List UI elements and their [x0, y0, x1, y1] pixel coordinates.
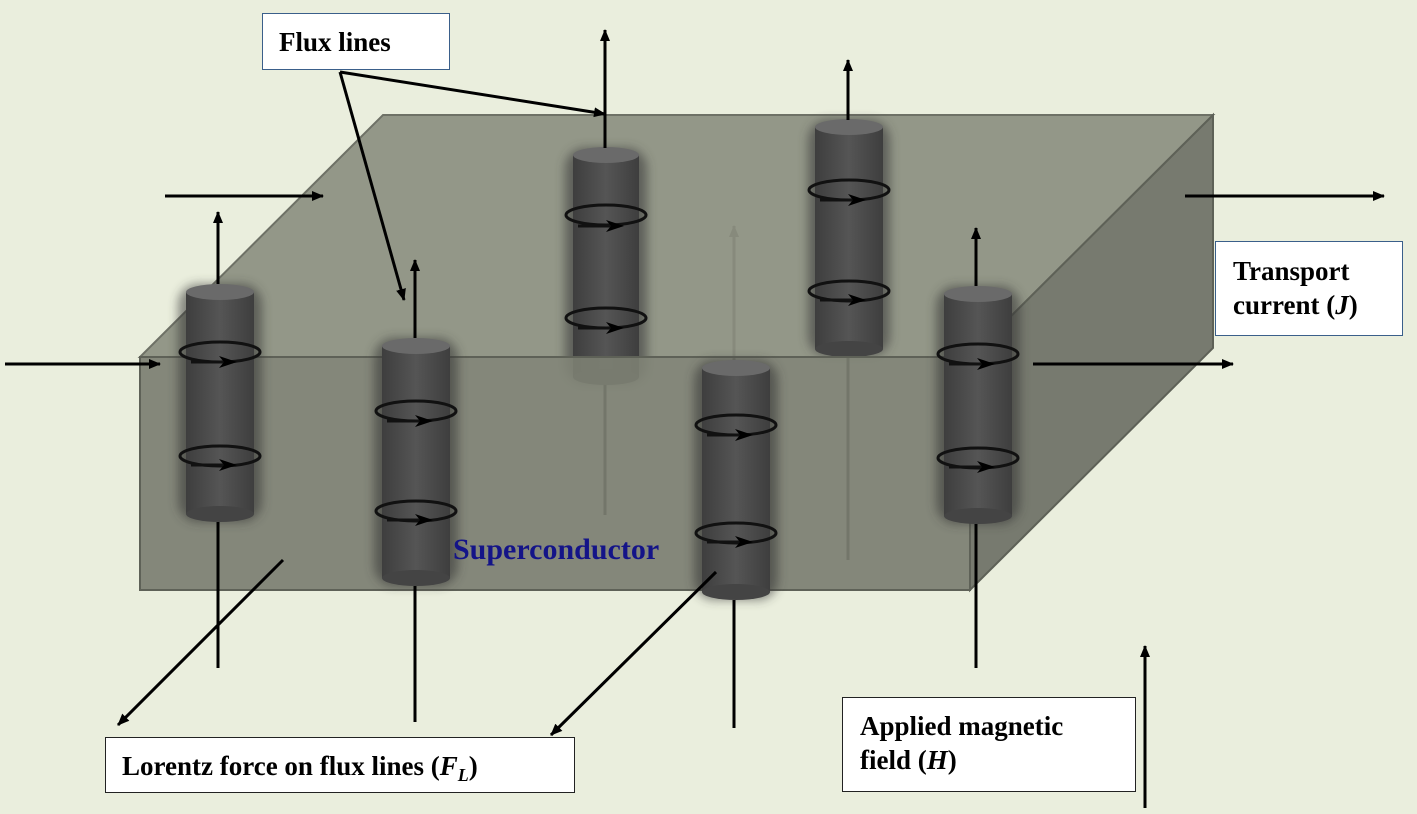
lorentz-suffix: ): [468, 751, 478, 781]
flux-tube-back-1: [564, 29, 648, 385]
transport-line1: Transport: [1233, 256, 1350, 286]
transport-symbol: J: [1335, 290, 1349, 320]
applied-line2: field (H): [860, 743, 1135, 777]
applied-symbol: H: [926, 745, 948, 775]
flux-tube-front-1: [178, 211, 262, 668]
transport-suffix: ): [1348, 290, 1358, 320]
flux-lines-text: Flux lines: [279, 27, 391, 57]
transport-line2: current (J): [1233, 288, 1402, 322]
applied-suffix: ): [947, 745, 957, 775]
applied-line1: Applied magnetic: [860, 711, 1064, 741]
lorentz-symbol: F: [439, 751, 458, 781]
lorentz-force-arrows: [116, 558, 718, 737]
transport-current-arrows: [5, 191, 1385, 369]
flux-tube-front-4: [936, 227, 1020, 668]
applied-prefix: field (: [860, 745, 927, 775]
superconductor-label: Superconductor: [453, 533, 660, 566]
transport-prefix: current (: [1233, 290, 1336, 320]
applied-field-label: Applied magnetic field (H): [842, 697, 1136, 792]
flux-lines-pointers: [338, 70, 606, 301]
flux-lines-label: Flux lines: [262, 13, 450, 70]
flux-tube-back-2: [807, 59, 891, 357]
slab-front-face: [139, 356, 971, 591]
flux-tube-front-3: [694, 360, 778, 728]
lorentz-force-label: Lorentz force on flux lines (FL): [105, 737, 575, 793]
lorentz-prefix: Lorentz force on flux lines (: [122, 751, 440, 781]
lorentz-subscript: L: [457, 765, 469, 785]
transport-current-label: Transport current (J): [1215, 241, 1403, 336]
flux-tube-front-2: [374, 259, 458, 722]
